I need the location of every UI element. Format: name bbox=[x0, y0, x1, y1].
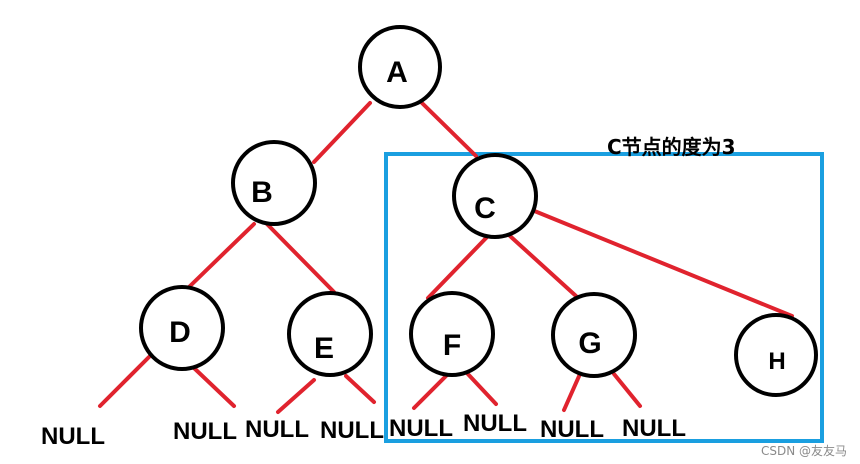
node-d-circle bbox=[139, 285, 225, 371]
node-c: C bbox=[452, 153, 538, 239]
edge-f-null-left bbox=[412, 374, 448, 410]
node-a-label: A bbox=[386, 56, 408, 89]
node-a-circle bbox=[358, 25, 442, 109]
edge-d-null-left bbox=[98, 354, 152, 408]
node-b-label: B bbox=[251, 176, 273, 209]
null-label-e-left: NULL bbox=[245, 416, 309, 443]
node-h-label: H bbox=[768, 348, 785, 375]
node-a: A bbox=[358, 25, 442, 109]
edge-a-c bbox=[420, 101, 478, 158]
node-g: G bbox=[551, 292, 637, 378]
node-d: D bbox=[139, 285, 225, 371]
node-c-circle bbox=[452, 153, 538, 239]
edge-g-null-right bbox=[612, 372, 642, 408]
degree-annotation: C节点的度为3 bbox=[607, 135, 736, 159]
edge-a-b bbox=[312, 101, 372, 164]
null-label-e-right: NULL bbox=[320, 417, 384, 444]
c-subtree-highlight-box bbox=[384, 152, 824, 443]
null-label-d-left: NULL bbox=[41, 423, 105, 450]
node-h-circle bbox=[734, 313, 818, 397]
node-e-label: E bbox=[314, 332, 334, 365]
edge-d-null-right bbox=[192, 366, 236, 408]
edge-b-e bbox=[265, 222, 336, 294]
node-f-circle bbox=[409, 291, 495, 377]
node-h: H bbox=[734, 313, 818, 397]
edge-e-null-right bbox=[344, 374, 376, 404]
node-e-circle bbox=[287, 291, 373, 377]
node-f-label: F bbox=[443, 329, 461, 362]
tree-edges bbox=[98, 101, 794, 414]
null-label-d-right: NULL bbox=[173, 418, 237, 445]
node-g-circle bbox=[551, 292, 637, 378]
edge-e-null-left bbox=[276, 378, 316, 414]
null-label-f-right: NULL bbox=[463, 410, 527, 437]
null-label-g-right: NULL bbox=[622, 415, 686, 442]
edge-f-null-right bbox=[464, 370, 498, 406]
node-b: B bbox=[231, 140, 317, 226]
node-e: E bbox=[287, 291, 373, 377]
edge-g-null-left bbox=[562, 372, 582, 412]
node-c-label: C bbox=[474, 192, 496, 225]
node-b-circle bbox=[231, 140, 317, 226]
node-g-label: G bbox=[578, 327, 601, 360]
edge-b-d bbox=[186, 222, 256, 290]
edge-c-f bbox=[426, 234, 490, 300]
node-d-label: D bbox=[169, 316, 191, 349]
null-label-g-left: NULL bbox=[540, 416, 604, 443]
csdn-watermark: CSDN @友友马 bbox=[761, 444, 847, 458]
null-label-f-left: NULL bbox=[389, 415, 453, 442]
node-f: F bbox=[409, 291, 495, 377]
edge-c-g bbox=[508, 234, 578, 298]
edge-c-h bbox=[530, 208, 794, 318]
